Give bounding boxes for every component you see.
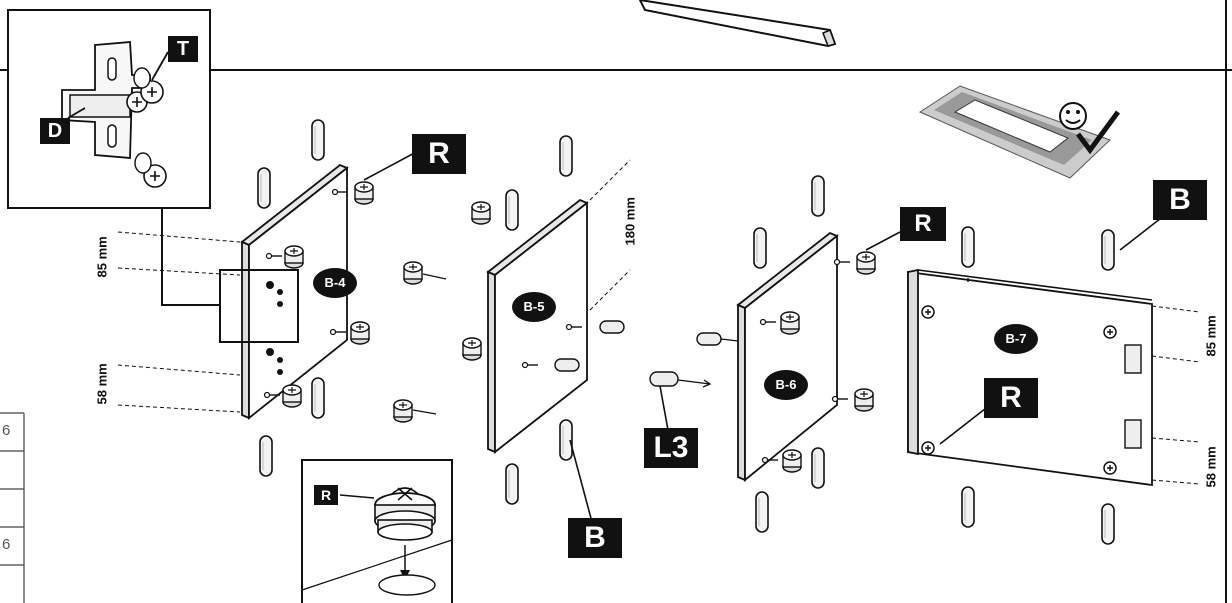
callout-r-2: R [900,207,946,241]
dimension-right-bottom: 58 mm [1203,446,1219,488]
dimension-mid-top: 180 mm [622,197,638,246]
panel-label-b5: B-5 [512,292,556,322]
callout-b-2: B [1153,180,1207,220]
table-fragment [0,412,25,603]
callout-l3: L3 [644,428,698,468]
panel-label-b4: B-4 [313,268,357,298]
dimension-right-top: 85 mm [1203,315,1219,357]
top-board-fragment [638,0,837,48]
callout-r-1: R [412,134,466,174]
rug-illustration [918,85,1121,179]
panel-b6-drawing [736,175,901,533]
panel-label-b7: B-7 [994,324,1038,354]
table-digit-2: 6 [2,536,11,553]
table-digit-1: 6 [2,422,11,439]
inset-label-t: T [168,36,198,62]
dimension-left-top: 85 mm [94,236,110,278]
inset-leader [161,208,220,306]
callout-r-3: R [984,378,1038,418]
panel-b4-drawing [219,119,421,477]
cam-inset-label-r: R [314,485,338,505]
dimension-left-bottom: 58 mm [94,363,110,405]
panel-b5-drawing [462,135,625,523]
panel-label-b6: B-6 [764,370,808,400]
inset-label-d: D [40,118,70,144]
cam-inset [301,459,453,603]
callout-b-1: B [568,518,622,558]
